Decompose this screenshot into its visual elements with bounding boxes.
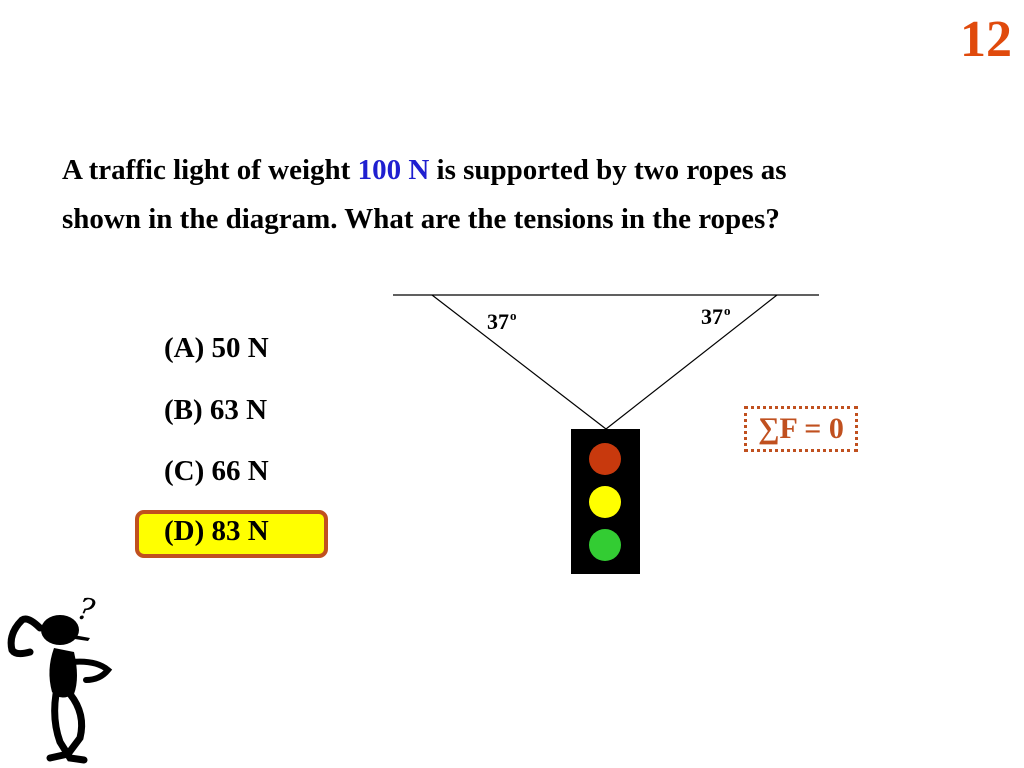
weight-highlight: 100 N: [357, 154, 430, 186]
yellow-light: [589, 486, 621, 518]
choice-a[interactable]: (A) 50 N: [164, 332, 269, 364]
degree-symbol: o: [724, 303, 731, 318]
thinking-person-icon: ?: [7, 591, 113, 764]
rope-right: [605, 294, 778, 430]
question-mark-icon: ?: [74, 591, 98, 629]
choice-c[interactable]: (C) 66 N: [164, 455, 269, 487]
slide-number: 12: [960, 11, 1012, 68]
red-light: [589, 443, 621, 475]
choice-b[interactable]: (B) 63 N: [164, 394, 268, 426]
net-force-formula: ∑F = 0: [744, 406, 858, 452]
degree-symbol: o: [510, 308, 517, 323]
choice-d[interactable]: (D) 83 N: [164, 515, 269, 547]
angle-label-left: 37o: [487, 308, 517, 334]
question-text-start: A traffic light of weight: [62, 154, 358, 186]
rope-left: [431, 294, 607, 430]
selected-answer-highlight: [135, 510, 328, 558]
question-text-end: is supported by two ropes as shown in th…: [62, 154, 787, 235]
green-light: [589, 529, 621, 561]
angle-label-right: 37o: [701, 303, 731, 329]
question-text: A traffic light of weight 100 N is suppo…: [62, 146, 862, 244]
